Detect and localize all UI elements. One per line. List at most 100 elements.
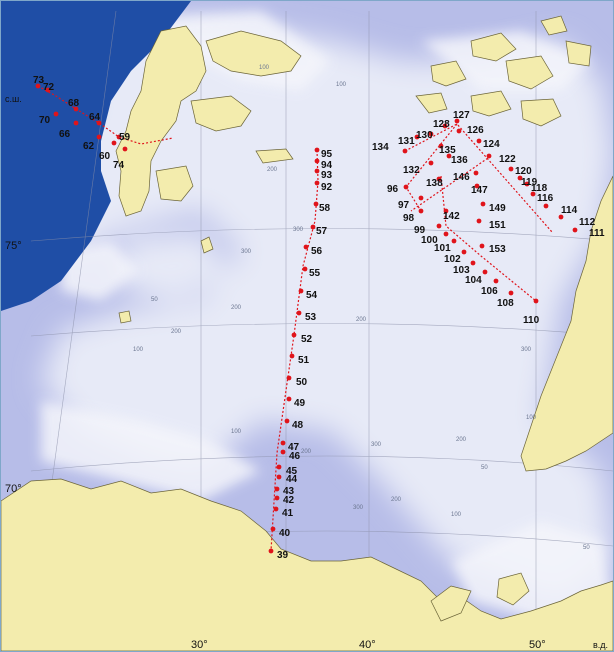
station-label: 57 (316, 226, 328, 237)
station-dot (289, 353, 295, 359)
station-label: 73 (33, 75, 45, 86)
station-label: 112 (579, 217, 596, 228)
depth-label: 100 (259, 65, 270, 71)
station-dot (291, 332, 297, 338)
station-dot (572, 227, 578, 233)
station-label: 101 (434, 243, 451, 254)
station-dot (476, 138, 482, 144)
station-label: 70 (39, 115, 51, 126)
station-label: 94 (321, 160, 333, 171)
station-label: 147 (471, 185, 488, 196)
depth-label: 100 (526, 415, 537, 421)
station-dot (314, 168, 320, 174)
fjl-island-8 (540, 15, 568, 36)
station-dot (479, 243, 485, 249)
depth-label: 50 (151, 297, 158, 303)
station-dot (454, 118, 460, 124)
station-dot (73, 106, 79, 112)
station-dot (280, 449, 286, 455)
station-label: 42 (283, 495, 295, 506)
station-dot (438, 143, 444, 149)
novaya-zemlya (520, 175, 613, 472)
station-dot (310, 224, 316, 230)
station-label: 128 (433, 119, 450, 130)
station-dot (314, 147, 320, 153)
station-dot (286, 375, 292, 381)
station-dot (414, 134, 420, 140)
depth-label: 200 (356, 317, 367, 323)
station-label: 124 (483, 139, 500, 150)
station-label: 118 (531, 183, 548, 194)
station-label: 134 (372, 142, 389, 153)
station-dot (273, 506, 279, 512)
station-dot (276, 474, 282, 480)
station-dot (524, 181, 530, 187)
station-dot (428, 131, 434, 137)
station-label: 103 (453, 265, 470, 276)
station-dot (461, 249, 467, 255)
station-dot (402, 148, 408, 154)
station-dot (270, 526, 276, 532)
station-label: 95 (321, 149, 333, 160)
station-label: 111 (589, 228, 605, 239)
station-dot (276, 464, 282, 470)
depth-label: 200 (456, 437, 467, 443)
hopen-island (200, 236, 214, 254)
lat-75-label: 75° (5, 240, 22, 252)
land (1, 15, 613, 651)
station-label: 130 (416, 130, 433, 141)
station-markers (35, 83, 578, 554)
lon-unit-label: в.д. (593, 640, 608, 650)
station-dot (482, 269, 488, 275)
station-label: 48 (292, 420, 304, 431)
station-label: 96 (387, 184, 399, 195)
station-label: 56 (311, 246, 323, 257)
depth-label: 300 (241, 249, 252, 255)
station-dot (446, 153, 452, 159)
station-dot (274, 486, 280, 492)
fjl-island-4 (470, 90, 512, 117)
station-label: 142 (443, 211, 460, 222)
station-label: 119 (521, 177, 538, 188)
fjl-island-2 (505, 55, 554, 90)
station-dot (558, 214, 564, 220)
station-dot (284, 418, 290, 424)
station-label: 93 (321, 170, 333, 181)
station-dot (543, 203, 549, 209)
station-dot (476, 218, 482, 224)
station-dot (443, 231, 449, 237)
depth-label: 300 (293, 227, 304, 233)
lon-30-label: 30° (191, 639, 208, 651)
station-dot (122, 146, 128, 152)
station-dot (35, 83, 41, 89)
station-dot (96, 120, 102, 126)
depth-label: 200 (231, 305, 242, 311)
station-label: 122 (499, 154, 516, 165)
station-dot (96, 134, 102, 140)
depth-label: 200 (301, 449, 312, 455)
fjl-island-3 (430, 60, 467, 87)
station-label: 106 (481, 286, 498, 297)
station-dot (530, 191, 536, 197)
station-label: 146 (453, 172, 470, 183)
depth-label: 100 (133, 347, 144, 353)
station-label: 135 (439, 145, 456, 156)
fjl-island-6 (415, 92, 448, 114)
station-dot (418, 195, 424, 201)
station-dot (116, 134, 122, 140)
station-dot (473, 170, 479, 176)
station-label: 45 (286, 466, 298, 477)
station-label: 131 (398, 136, 415, 147)
station-label: 49 (294, 398, 306, 409)
station-label: 62 (83, 141, 95, 152)
fjl-island-5 (520, 98, 562, 127)
station-dot (73, 120, 79, 126)
fjl-island-7 (565, 40, 592, 67)
station-dot (296, 310, 302, 316)
station-dot (470, 260, 476, 266)
depth-label: 100 (451, 512, 462, 518)
station-label: 53 (305, 312, 317, 323)
station-label: 40 (279, 528, 291, 539)
depth-label: 100 (231, 429, 242, 435)
